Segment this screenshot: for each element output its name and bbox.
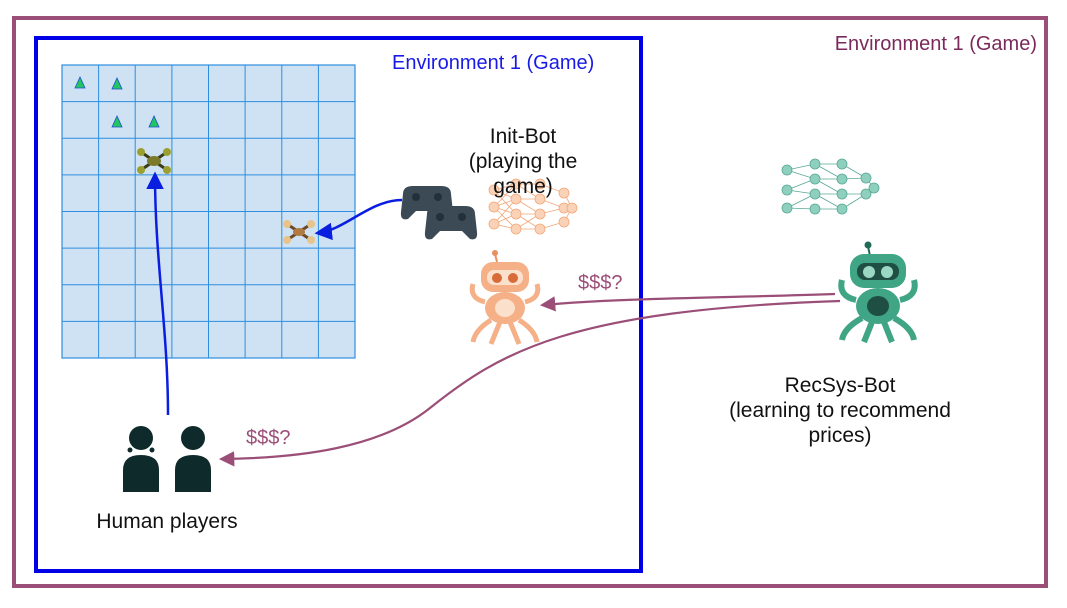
init-bot-label-line2: (playing the game): [468, 150, 578, 198]
price-to-humans-arrow: [218, 299, 841, 467]
recsys-bot-label-line3: prices): [808, 424, 872, 447]
outer-environment-title: Environment 1 (Game): [834, 33, 1037, 55]
drone-icon: [283, 220, 315, 244]
game-grid: [61, 64, 356, 359]
human-players-label: Human players: [96, 510, 238, 533]
robot-icon: [469, 250, 541, 345]
recsys-bot-label-line2: (learning to recommend: [729, 399, 951, 422]
drone-icon: [137, 148, 171, 174]
neural-network-icon: [488, 178, 578, 235]
person-icon: [123, 426, 159, 492]
robot-icon: [838, 241, 918, 344]
init-bot-label: Init-Bot (playing the game): [438, 124, 608, 199]
init-bot-label-line1: Init-Bot: [489, 125, 557, 148]
price-to-bot-arrow: [539, 292, 836, 312]
neural-network-icon: [781, 158, 880, 215]
price-tag-humans: $$$?: [246, 427, 291, 449]
recsys-bot-label: RecSys-Bot (learning to recommend prices…: [700, 373, 980, 448]
inner-environment-title: Environment 1 (Game): [392, 52, 595, 74]
person-icon: [175, 426, 211, 492]
recsys-bot-label-line1: RecSys-Bot: [784, 374, 896, 397]
gamepad-icon: [400, 186, 478, 240]
human-control-arrow: [146, 171, 170, 416]
outer-environment-frame: [12, 16, 1048, 588]
triangle-marker-icon: [74, 76, 160, 128]
inner-environment-frame: [34, 36, 643, 573]
bot-control-arrow: [314, 198, 403, 241]
price-tag-bot: $$$?: [578, 272, 623, 294]
